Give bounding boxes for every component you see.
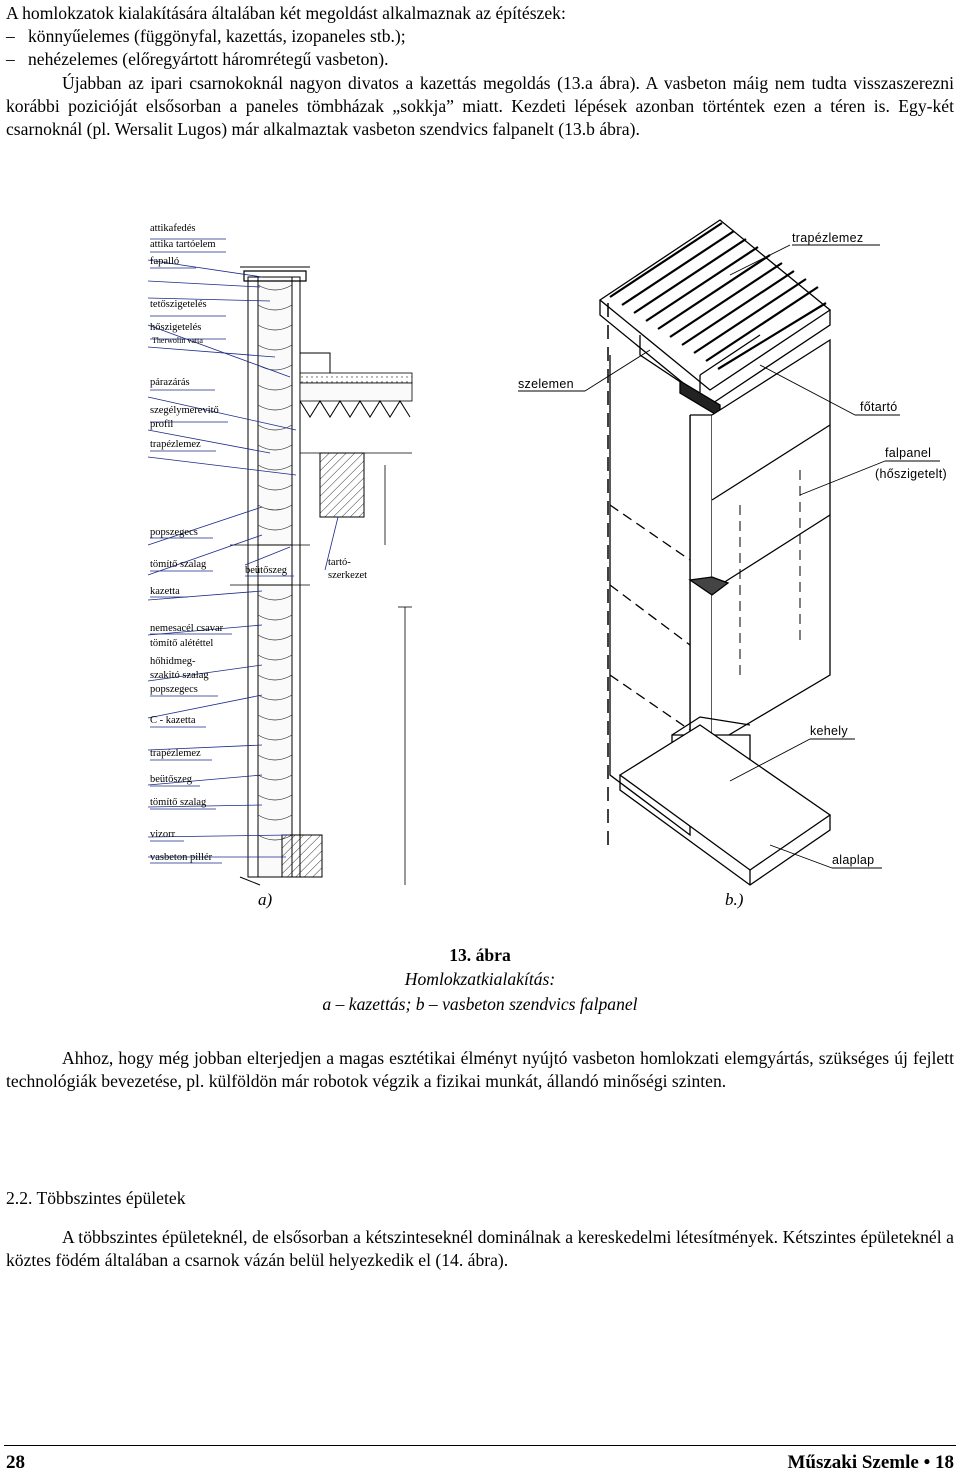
dash-item-1: – könnyűelemes (függönyfal, kazettás, iz… bbox=[6, 26, 406, 46]
intro-line: A homlokzatok kialakítására általában ké… bbox=[6, 3, 566, 23]
label-profil: profil bbox=[150, 419, 173, 430]
label-therwolin-vatta: Therwolin vatta bbox=[152, 336, 203, 345]
footer-issue: 18 bbox=[935, 1452, 954, 1473]
label-vizorr: vizorr bbox=[150, 829, 176, 840]
label-hoszigetelt: (hőszigetelt) bbox=[875, 467, 947, 481]
label-szakito-szalag: szakitó szalag bbox=[150, 670, 209, 681]
label-tomito-szalag: tömítő szalag bbox=[150, 559, 207, 570]
dash-item-2: – nehézelemes (előregyártott háromrétegű… bbox=[6, 49, 389, 69]
intro-paragraph: Újabban az ipari csarnokoknál nagyon div… bbox=[6, 73, 954, 139]
figure-13-drawing: attikafedés attika tartóelem fapalló tet… bbox=[147, 219, 947, 909]
label-falpanel: falpanel bbox=[885, 446, 931, 460]
label-popszegecs: popszegecs bbox=[150, 527, 198, 538]
label-hoszigeteles: hőszigetelés bbox=[150, 322, 201, 333]
label-fapallo: fapalló bbox=[150, 256, 179, 267]
label-beutoszeg-2: beütőszeg bbox=[150, 774, 193, 785]
dash-item-1-text: könnyűelemes (függönyfal, kazettás, izop… bbox=[28, 26, 406, 46]
label-trapezlemez-b: trapézlemez bbox=[792, 231, 863, 245]
label-vasbeton-piller: vasbeton pillér bbox=[150, 852, 213, 863]
label-szegelymerevito: szegélymerevitő bbox=[150, 405, 219, 416]
label-parazaras: párazárás bbox=[150, 377, 190, 388]
label-c-kazetta: C - kazetta bbox=[150, 715, 196, 726]
figure-13: attikafedés attika tartóelem fapalló tet… bbox=[0, 205, 960, 915]
figure-a-drawing: attikafedés attika tartóelem fapalló tet… bbox=[147, 223, 413, 909]
dash-item-2-text: nehézelemes (előregyártott háromrétegű v… bbox=[28, 49, 389, 69]
label-kazetta: kazetta bbox=[150, 586, 180, 597]
label-beutoszeg: beütőszeg bbox=[245, 565, 288, 576]
label-attikafedes: attikafedés bbox=[150, 223, 195, 234]
paragraph-2: Ahhoz, hogy még jobban elterjedjen a mag… bbox=[6, 1048, 954, 1091]
label-tomito-szalag-2: tömítő szalag bbox=[150, 797, 207, 808]
footer-rule bbox=[4, 1445, 956, 1446]
label-kehely: kehely bbox=[810, 724, 848, 738]
figure-a-sublabel: a) bbox=[258, 890, 273, 909]
label-attika-tartoelem: attika tartóelem bbox=[150, 239, 216, 250]
label-tomito-aletettel: tömítő alététtel bbox=[150, 638, 213, 649]
label-nemesacel-csavar: nemesacél csavar bbox=[150, 623, 224, 634]
label-szerkezet: szerkezet bbox=[328, 570, 367, 581]
label-popszegecs-2: popszegecs bbox=[150, 684, 198, 695]
footer-bullet: • bbox=[923, 1452, 931, 1473]
label-trapezlemez-a: trapézlemez bbox=[150, 439, 201, 450]
section-paragraph: A többszintes épületeknél, de elsősorban… bbox=[6, 1227, 954, 1270]
caption-title: Homlokzatkialakítás: bbox=[404, 969, 556, 989]
label-tarto: tartó- bbox=[328, 557, 351, 568]
footer-journal-name: Műszaki Szemle bbox=[787, 1452, 919, 1473]
figure-b-drawing bbox=[598, 219, 832, 886]
label-trapezlemez-a2: trapézlemez bbox=[150, 748, 201, 759]
section-heading: 2.2. Többszintes épületek bbox=[6, 1188, 186, 1208]
figure-b-sublabel: b.) bbox=[725, 890, 744, 909]
label-hohidmeg: hőhidmeg- bbox=[150, 656, 196, 667]
label-alaplap: alaplap bbox=[832, 853, 874, 867]
label-szelemen: szelemen bbox=[518, 377, 574, 391]
caption-subtitle: a – kazettás; b – vasbeton szendvics fal… bbox=[322, 994, 638, 1014]
footer-page-number: 28 bbox=[6, 1452, 25, 1473]
footer-journal: Műszaki Szemle • 18 bbox=[787, 1451, 954, 1475]
label-fotarto: főtartó bbox=[860, 400, 898, 414]
label-tetoszigeteles: tetőszigetelés bbox=[150, 299, 207, 310]
caption-number: 13. ábra bbox=[449, 945, 511, 965]
